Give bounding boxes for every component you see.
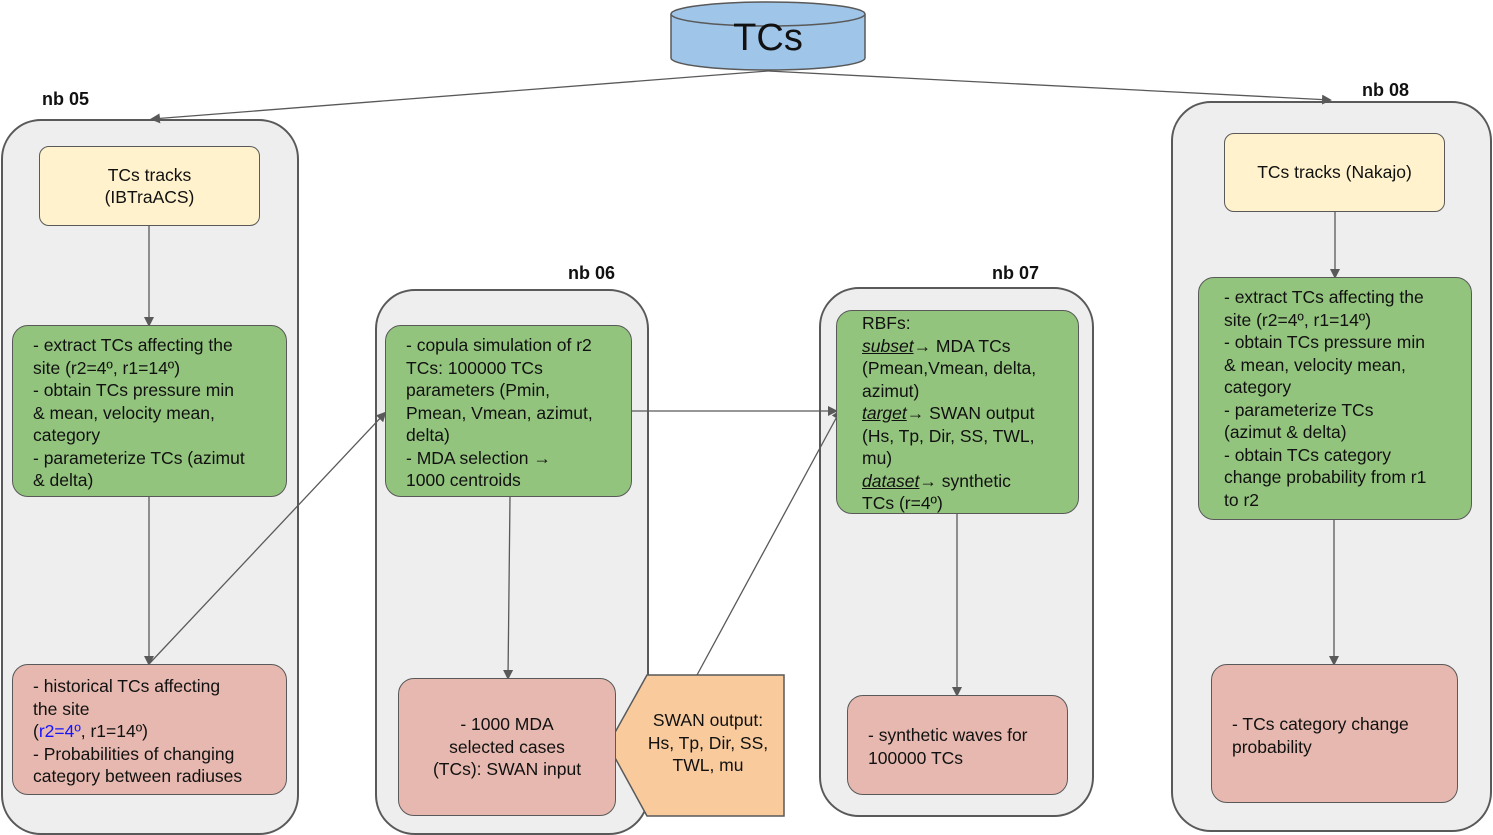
nb08-source-label: TCs tracks (Nakajo) — [1257, 162, 1412, 183]
nb07-rbf-heading: RBFs: — [862, 313, 911, 333]
tcs-database-label: TCs — [733, 17, 803, 59]
nb08-process-box: - extract TCs affecting the site (r2=4º,… — [1198, 277, 1472, 520]
nb08-process-line: - extract TCs affecting the — [1224, 287, 1424, 307]
nb06-process-line: parameters (Pmin, — [406, 380, 550, 400]
nb07-subset-value: → MDA TCs — [913, 335, 1011, 356]
label-nb05: nb 05 — [42, 89, 90, 109]
nb07-output-box: - synthetic waves for 100000 TCs — [847, 695, 1068, 795]
nb07-process-line: azimut) — [862, 380, 920, 401]
nb06-output-line: selected cases — [449, 736, 565, 757]
nb05-output-radius-line: (r2=4º, r1=14º) — [33, 721, 148, 741]
nb06-process-line: Pmean, Vmean, azimut, — [406, 402, 593, 423]
nb05-r1-text: , r1=14º) — [80, 721, 148, 741]
nb06-output-box: - 1000 MDA selected cases (TCs): SWAN in… — [398, 678, 616, 816]
nb05-output-line: category between radiuses — [33, 766, 243, 786]
nb05-output-line: - historical TCs affecting — [33, 676, 221, 696]
label-nb07: nb 07 — [992, 263, 1040, 283]
nb06-process-line: - copula simulation of r2 — [406, 335, 592, 355]
nb07-dataset-line: dataset→ synthetic — [862, 470, 1070, 493]
nb08-process-line: & mean, velocity mean, — [1224, 354, 1406, 375]
nb08-process-line: change probability from r1 — [1224, 467, 1427, 487]
nb07-process-line: TCs (r=4º) — [862, 493, 943, 513]
nb07-process-line: (Pmean,Vmean, delta, — [862, 358, 1037, 378]
nb08-process-line: - parameterize TCs — [1224, 399, 1374, 420]
nb05-process-line: site (r2=4º, r1=14º) — [33, 357, 181, 378]
label-nb08: nb 08 — [1362, 80, 1410, 100]
nb07-target-value: → SWAN output — [906, 403, 1035, 423]
nb08-process-line: site (r2=4º, r1=14º) — [1224, 309, 1372, 330]
nb08-process-line: category — [1224, 377, 1292, 397]
nb07-dataset-key: dataset — [862, 470, 920, 491]
nb07-process-line: (Hs, Tp, Dir, SS, TWL, — [862, 425, 1035, 446]
nb08-process-line: (azimut & delta) — [1224, 422, 1347, 442]
nb08-output-box: - TCs category change probability — [1211, 664, 1458, 803]
nb08-output-line: probability — [1232, 736, 1312, 757]
nb05-process-line: - extract TCs affecting the — [33, 335, 233, 355]
nb08-process-line: - obtain TCs pressure min — [1224, 332, 1426, 352]
nb07-target-key: target — [862, 403, 907, 423]
swan-output-line: SWAN output: — [652, 710, 764, 730]
nb07-process-line: mu) — [862, 448, 893, 468]
tcs-database-icon — [670, 1, 866, 71]
nb05-process-line: & delta) — [33, 470, 94, 490]
nb06-process-box: - copula simulation of r2 TCs: 100000 TC… — [385, 325, 632, 497]
nb05-process-box: - extract TCs affecting the site (r2=4º,… — [12, 325, 287, 497]
nb05-source-box: TCs tracks (IBTraACS) — [39, 146, 260, 226]
nb08-source-box: TCs tracks (Nakajo) — [1224, 133, 1445, 212]
nb05-process-line: - obtain TCs pressure min — [33, 380, 235, 400]
nb07-output-line: - synthetic waves for — [868, 725, 1028, 745]
nb05-process-line: & mean, velocity mean, — [33, 402, 215, 423]
nb05-source-line: (IBTraACS) — [104, 187, 195, 207]
nb06-process-line: 1000 centroids — [406, 470, 521, 490]
arrow-tcs-to-nb08 — [767, 70, 1332, 105]
arrow-nb05-output-to-nb06 — [148, 411, 387, 665]
nb05-process-line: - parameterize TCs (azimut — [33, 447, 245, 468]
nb07-dataset-value: → synthetic — [919, 470, 1011, 491]
nb08-process-line: to r2 — [1224, 489, 1260, 510]
nb08-output-line: - TCs category change — [1232, 714, 1409, 734]
nb07-output-line: 100000 TCs — [868, 747, 964, 768]
nb07-subset-key: subset — [862, 335, 914, 356]
arrow-tcs-to-nb05 — [150, 70, 769, 124]
arrow-nb06-process-to-output — [503, 496, 514, 680]
nb08-process-line: - obtain TCs category — [1224, 444, 1391, 465]
swan-output-line: TWL, mu — [672, 755, 744, 775]
nb07-process-box: RBFs: subset→ MDA TCs (Pmean,Vmean, delt… — [836, 310, 1079, 514]
nb05-output-line: the site — [33, 698, 90, 719]
nb05-process-line: category — [33, 425, 101, 445]
nb05-source-line: TCs tracks — [107, 164, 192, 185]
nb06-process-line: TCs: 100000 TCs — [406, 357, 543, 378]
swan-output-line: Hs, Tp, Dir, SS, — [647, 732, 769, 753]
nb06-process-line: delta) — [406, 425, 450, 445]
nb06-process-line: - MDA selection → — [406, 447, 551, 468]
nb05-output-line: - Probabilities of changing — [33, 743, 235, 764]
nb06-output-line: - 1000 MDA — [460, 714, 554, 735]
label-nb06: nb 06 — [568, 263, 616, 283]
nb06-output-line: (TCs): SWAN input — [432, 759, 582, 780]
arrow-swan-to-nb07 — [696, 409, 841, 676]
nb05-output-box: - historical TCs affecting the site (r2=… — [12, 664, 287, 795]
swan-output-text: SWAN output: Hs, Tp, Dir, SS, TWL, mu — [628, 709, 788, 777]
nb07-subset-line: subset→ MDA TCs — [862, 335, 1070, 358]
nb07-target-line: target→ SWAN output — [862, 402, 1070, 425]
nb05-r2-highlight: r2=4º — [38, 721, 81, 741]
